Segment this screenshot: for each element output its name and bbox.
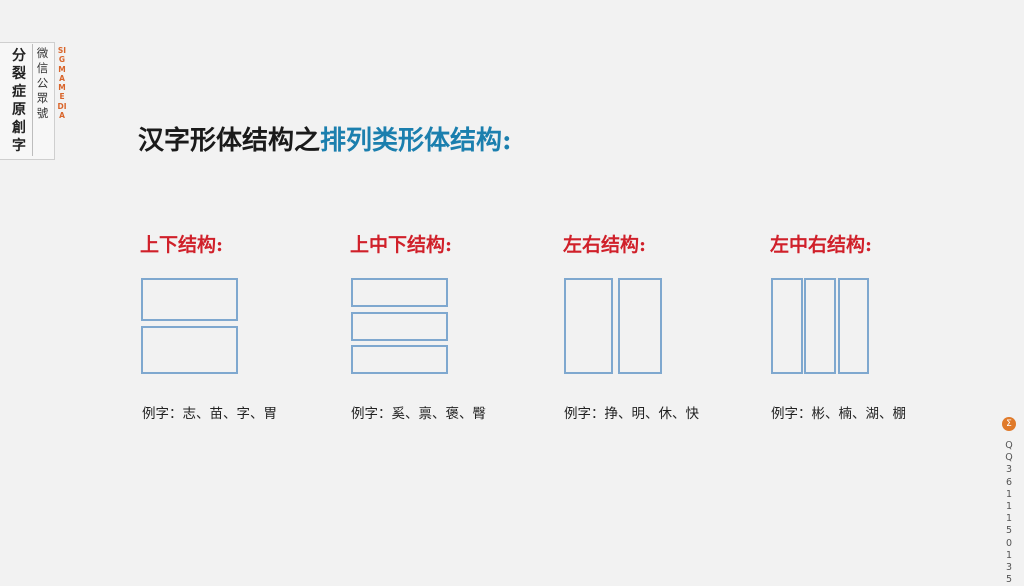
- structure-label-left-middle-right: 左中右结构:: [770, 234, 873, 256]
- structure-label-top-bottom: 上下结构:: [140, 234, 224, 256]
- structure-label-left-right: 左右结构:: [563, 234, 647, 256]
- diagram-cell-right: [838, 278, 869, 374]
- diagram-cell-bottom: [351, 345, 448, 374]
- page-title: 汉字形体结构之排列类形体结构:: [138, 120, 512, 157]
- brand-name: 分裂症原創字: [12, 48, 26, 154]
- example-left-right: 例字：挣、明、休、快: [564, 406, 699, 422]
- brand-box: [0, 42, 55, 160]
- diagram-cell-middle: [351, 312, 448, 341]
- sigma-icon: Σ: [1002, 417, 1016, 431]
- diagram-cell-top: [351, 278, 448, 307]
- example-left-middle-right: 例字：彬、楠、湖、棚: [771, 406, 906, 422]
- title-suffix: :: [502, 126, 512, 156]
- structure-label-top-middle-bottom: 上中下结构:: [350, 234, 453, 256]
- qq-number: QQ3611150135: [1005, 440, 1013, 586]
- brand-divider: [32, 44, 33, 156]
- diagram-cell-bottom: [141, 326, 238, 374]
- diagram-cell-left: [564, 278, 613, 374]
- title-prefix: 汉字形体结构之: [138, 126, 321, 156]
- brand-sig: SIGMAMEDIA: [57, 46, 67, 121]
- brand-wechat: 微信公眾號: [36, 46, 49, 120]
- diagram-cell-middle: [804, 278, 836, 374]
- title-highlight: 排列类形体结构: [320, 126, 503, 156]
- diagram-cell-top: [141, 278, 238, 321]
- diagram-cell-left: [771, 278, 803, 374]
- example-top-bottom: 例字：志、苗、字、胃: [142, 406, 277, 422]
- diagram-cell-right: [618, 278, 662, 374]
- example-top-middle-bottom: 例字：奚、禀、褒、臀: [351, 406, 486, 422]
